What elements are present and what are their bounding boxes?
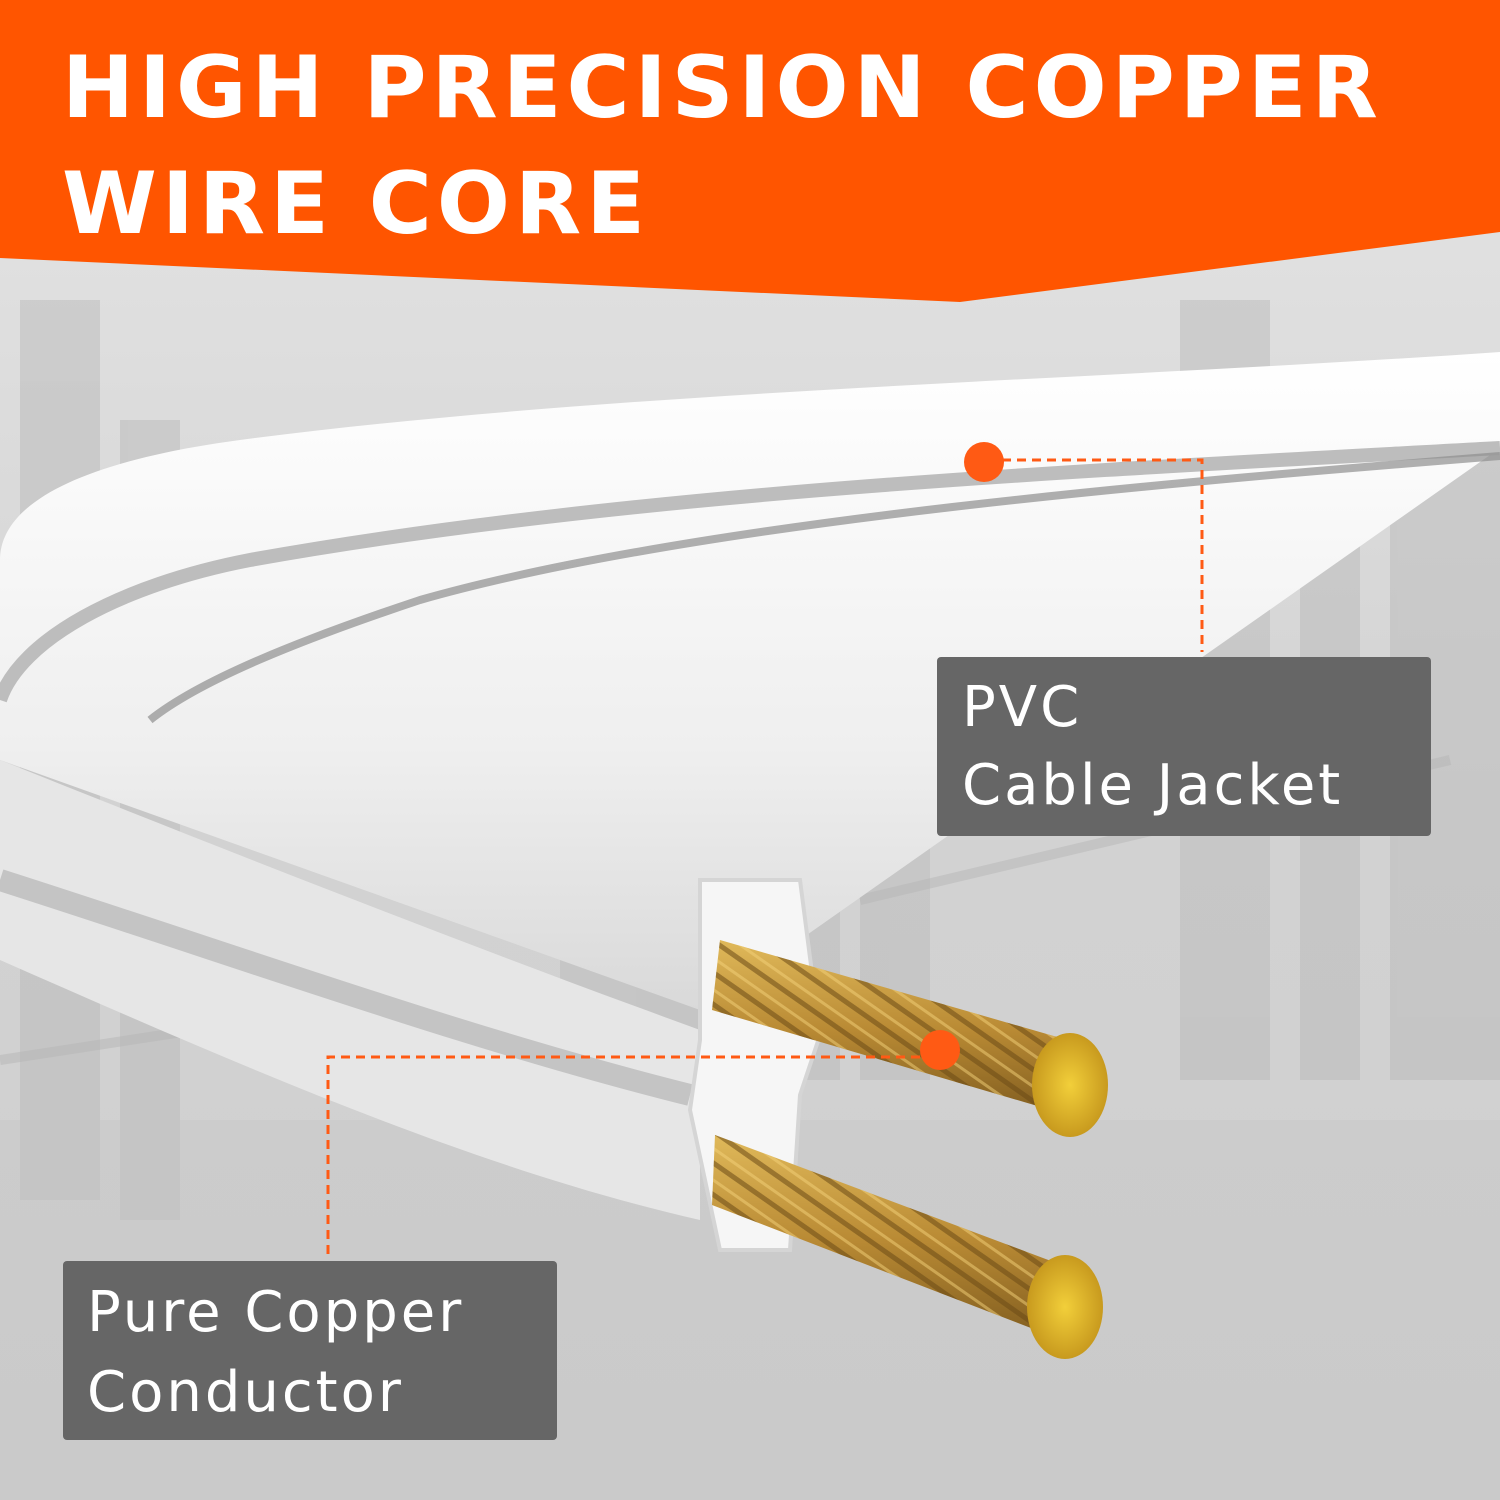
jacket-marker-dot [964,442,1004,482]
header-banner [0,0,1500,302]
title-line-2: WIRE CORE [62,154,650,254]
callout-leaders [326,458,1204,1258]
jacket-callout-line-1: PVC [962,675,1083,740]
pvc-jacket-callout: PVC Cable Jacket [937,657,1431,836]
copper-conductor-upper [712,940,1108,1137]
title-line-1: HIGH PRECISION COPPER [62,38,1383,138]
jacket-callout-line-2: Cable Jacket [962,753,1344,818]
conductor-marker-dot [920,1030,960,1070]
cable-inner-channel [147,452,1500,724]
conductor-callout-line-1: Pure Copper [87,1280,465,1345]
conductor-callout-line-2: Conductor [87,1360,404,1425]
cable-jacket-upper [0,352,1500,1010]
copper-conductor-callout: Pure Copper Conductor [63,1261,557,1440]
cable-center-groove [0,441,1500,703]
copper-conductor-lower [712,1135,1103,1359]
cable-lower-groove [0,869,693,1106]
page-title: HIGH PRECISION COPPER WIRE CORE [62,30,1462,262]
